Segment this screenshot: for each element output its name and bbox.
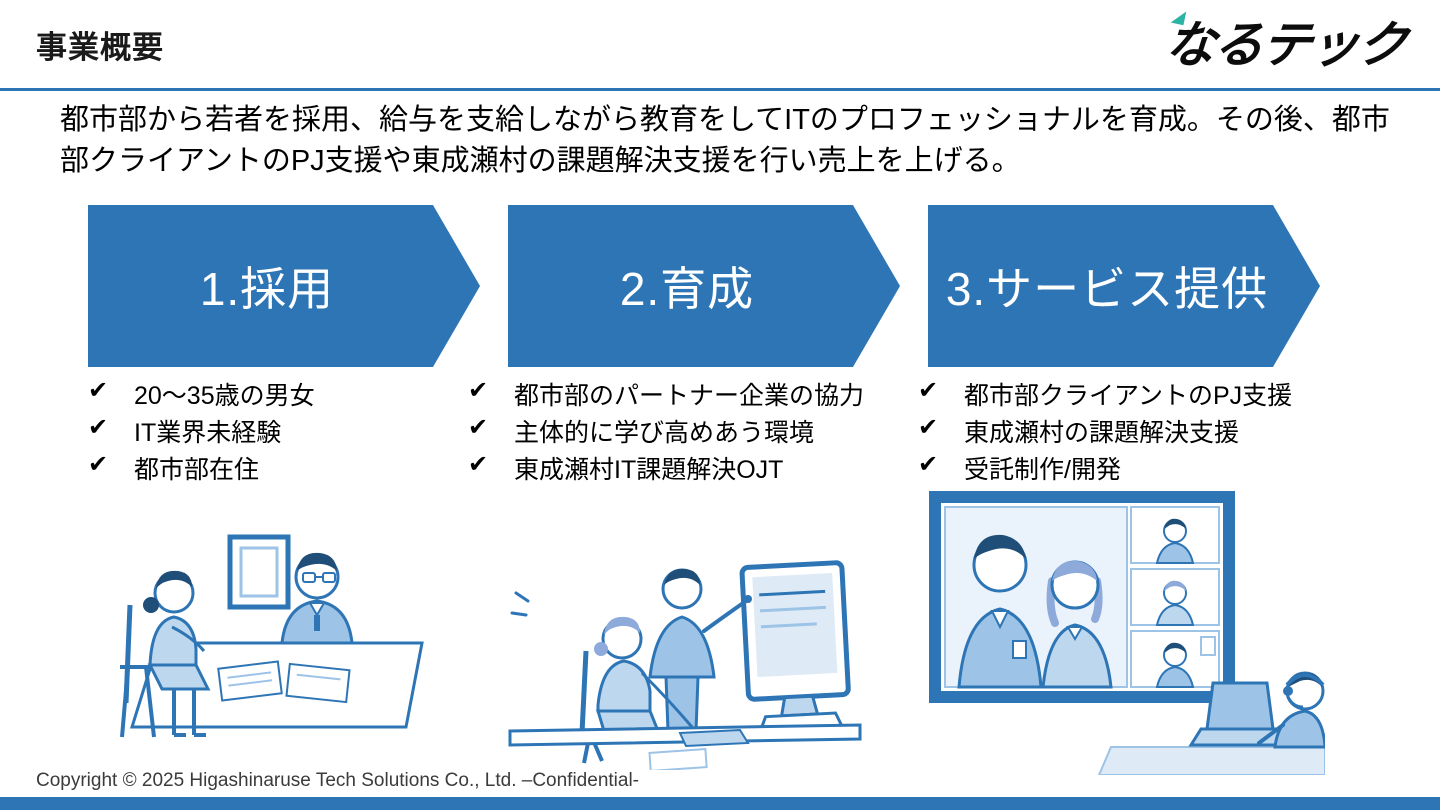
check-icon: ✔: [468, 414, 489, 441]
table: [1097, 746, 1325, 775]
remote-participant-tiles: [1130, 506, 1220, 688]
checklist-item: ✔ 主体的に学び高めあう環境: [468, 413, 918, 450]
keyboard: [678, 728, 750, 748]
step-label: 2.育成: [619, 263, 755, 315]
checklist-item: ✔ 20～35歳の男女: [88, 376, 468, 413]
header-divider: [0, 88, 1440, 91]
trainee: [579, 616, 694, 764]
checklist-item: ✔ 都市部のパートナー企業の協力: [468, 376, 918, 413]
check-icon: ✔: [918, 377, 939, 404]
computer-monitor: [739, 560, 851, 733]
checklist-item-text: 都市部のパートナー企業の協力: [514, 382, 865, 410]
applicant: [120, 570, 211, 738]
onscreen-person-1: [957, 534, 1043, 689]
large-screen: [929, 491, 1235, 703]
process-arrow-train: 2.育成: [508, 205, 900, 367]
training-illustration: [508, 560, 862, 770]
checklist-item-text: 20～35歳の男女: [134, 382, 315, 410]
checklist-item-text: 受託制作/開発: [964, 456, 1121, 484]
step-label: 3.サービス提供: [945, 263, 1269, 315]
checklist-recruit: ✔ 20～35歳の男女 ✔ IT業界未経験 ✔ 都市部在住: [88, 376, 468, 487]
wall-frame: [227, 534, 291, 610]
checklist-item: ✔ 東成瀬村の課題解決支援: [918, 413, 1358, 450]
checklist-item-text: 都市部クライアントのPJ支援: [964, 382, 1293, 410]
check-icon: ✔: [88, 414, 109, 441]
operator-with-headset: [1257, 671, 1325, 749]
checklist-item-text: 東成瀬村IT課題解決OJT: [514, 456, 784, 484]
check-icon: ✔: [918, 414, 939, 441]
onscreen-person-2: [1041, 560, 1113, 689]
video-conference-illustration: [929, 491, 1325, 775]
checklist-item-text: 主体的に学び高めあう環境: [514, 419, 815, 447]
checklist-item-text: 都市部在住: [134, 456, 260, 484]
checklist-item: ✔ 都市部在住: [88, 450, 468, 487]
checklist-train: ✔ 都市部のパートナー企業の協力 ✔ 主体的に学び高めあう環境 ✔ 東成瀬村IT…: [468, 376, 918, 487]
checklist-item-text: IT業界未経験: [134, 419, 282, 447]
process-flow: 1.採用 2.育成 3.サービス提供: [88, 205, 1352, 367]
logo-text: なるテック: [1162, 17, 1409, 73]
check-icon: ✔: [918, 451, 939, 478]
check-icon: ✔: [88, 377, 109, 404]
interviewer: [280, 552, 354, 645]
instructor: [648, 568, 752, 733]
company-logo: なるテック: [1163, 8, 1409, 74]
checklist-service: ✔ 都市部クライアントのPJ支援 ✔ 東成瀬村の課題解決支援 ✔ 受託制作/開発: [918, 376, 1358, 487]
papers: [648, 747, 708, 770]
step-checklists: ✔ 20～35歳の男女 ✔ IT業界未経験 ✔ 都市部在住 ✔ 都市部のパートナ…: [88, 376, 1388, 487]
interview-illustration: [120, 534, 424, 738]
checklist-item-text: 東成瀬村の課題解決支援: [964, 419, 1240, 447]
checklist-item: ✔ 東成瀬村IT課題解決OJT: [468, 450, 918, 487]
intro-text: 都市部から若者を採用、給与を支給しながら教育をしてITのプロフェッショナルを育成…: [60, 104, 1390, 177]
process-arrow-service: 3.サービス提供: [928, 205, 1320, 367]
check-icon: ✔: [88, 451, 109, 478]
step-label: 1.採用: [199, 263, 335, 315]
check-icon: ✔: [468, 377, 489, 404]
footer-copyright: Copyright © 2025 Higashinaruse Tech Solu…: [36, 770, 639, 791]
process-arrow-recruit: 1.採用: [88, 205, 480, 367]
page-title: 事業概要: [36, 30, 164, 65]
bottom-accent-bar: [0, 797, 1440, 810]
checklist-item: ✔ 受託制作/開発: [918, 450, 1358, 487]
check-icon: ✔: [468, 451, 489, 478]
checklist-item: ✔ 都市部クライアントのPJ支援: [918, 376, 1358, 413]
checklist-item: ✔ IT業界未経験: [88, 413, 468, 450]
desk: [129, 641, 424, 729]
emphasis-marks: [510, 591, 530, 617]
